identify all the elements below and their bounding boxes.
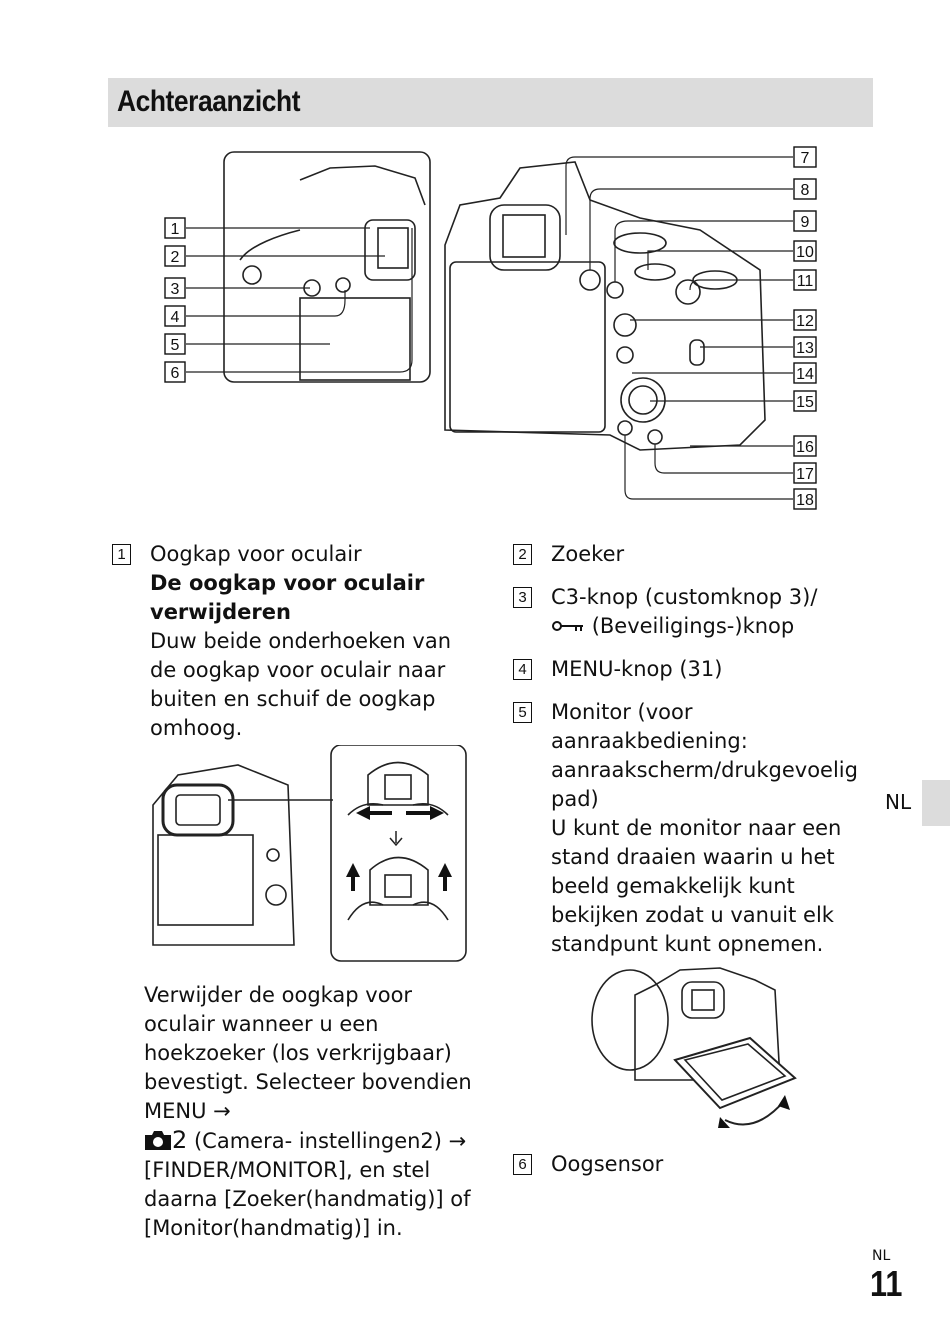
callout-17: 17 (796, 466, 814, 483)
camera-rear-diagram: 1 2 3 4 5 6 7 8 9 10 11 12 13 14 15 16 1… (164, 146, 817, 510)
item-3: 3 C3-knop (customknop 3)/ (Beveiligings-… (513, 583, 868, 641)
callout-16: 16 (796, 439, 814, 456)
note-text-a: Verwijder de oogkap voor oculair wanneer… (144, 983, 472, 1123)
item-1: 1 Oogkap voor oculair De oogkap voor ocu… (112, 540, 472, 743)
item-1-title: Oogkap voor oculair (150, 542, 362, 566)
callout-13: 13 (796, 340, 814, 357)
item-1-note: Verwijder de oogkap voor oculair wanneer… (144, 981, 474, 1243)
callout-2: 2 (171, 249, 180, 266)
item-6: 6 Oogsensor (513, 1150, 868, 1179)
callout-18: 18 (796, 492, 814, 509)
language-side-label: NL (885, 790, 912, 814)
callout-12: 12 (796, 313, 814, 330)
callout-9: 9 (801, 214, 810, 231)
page-title: Achteraanzicht (117, 85, 301, 118)
right-column-bottom: 6 Oogsensor (513, 1150, 868, 1179)
item-2-title: Zoeker (551, 542, 625, 566)
item-4-title: MENU-knop (31) (551, 657, 723, 681)
item-number-1: 1 (112, 544, 131, 565)
page-number: 11 (870, 1263, 903, 1304)
item-5-title: Monitor (voor aanraakbediening: aanraaks… (551, 700, 858, 811)
item-4: 4 MENU-knop (31) (513, 655, 868, 684)
callout-4: 4 (171, 309, 180, 326)
callout-5: 5 (171, 337, 180, 354)
language-side-tab (922, 780, 950, 826)
item-1-body: Duw beide onderhoeken van de oogkap voor… (150, 629, 452, 740)
callout-14: 14 (796, 366, 814, 383)
item-6-title: Oogsensor (551, 1152, 664, 1176)
callout-15: 15 (796, 394, 814, 411)
note-tab-number: 2 (172, 1126, 188, 1154)
section-title-bar: Achteraanzicht (108, 78, 873, 127)
key-icon (552, 621, 583, 631)
eyecup-removal-illustration (152, 745, 467, 962)
callout-7: 7 (801, 150, 810, 167)
item-number-2: 2 (513, 544, 532, 565)
item-number-3: 3 (513, 587, 532, 608)
item-number-4: 4 (513, 659, 532, 680)
callout-6: 6 (171, 365, 180, 382)
tilting-monitor-illustration (591, 967, 797, 1128)
left-column-note: Verwijder de oogkap voor oculair wanneer… (144, 981, 474, 1243)
callout-3: 3 (171, 281, 180, 298)
right-column: 2 Zoeker 3 C3-knop (customknop 3)/ (Beve… (513, 540, 868, 959)
callout-11: 11 (797, 273, 814, 290)
footer-language: NL (872, 1248, 891, 1264)
item-3-title-b: (Beveiligings-)knop (591, 614, 795, 638)
item-5-body: U kunt de monitor naar een stand draaien… (551, 816, 842, 956)
note-text-c: (Camera- instellingen2) → [FINDER/MONITO… (144, 1129, 471, 1240)
item-number-6: 6 (513, 1154, 532, 1175)
callout-10: 10 (796, 244, 814, 261)
item-3-title-a: C3-knop (customknop 3)/ (551, 585, 818, 609)
callout-8: 8 (801, 182, 810, 199)
item-number-5: 5 (513, 702, 532, 723)
item-2: 2 Zoeker (513, 540, 868, 569)
item-3-title-line-b: (Beveiligings-)knop (551, 612, 868, 641)
item-5: 5 Monitor (voor aanraakbediening: aanraa… (513, 698, 868, 959)
callout-1: 1 (171, 221, 180, 238)
item-1-subtitle: De oogkap voor oculair verwijderen (150, 571, 425, 624)
camera-icon (145, 1131, 171, 1150)
left-column: 1 Oogkap voor oculair De oogkap voor ocu… (112, 540, 472, 743)
